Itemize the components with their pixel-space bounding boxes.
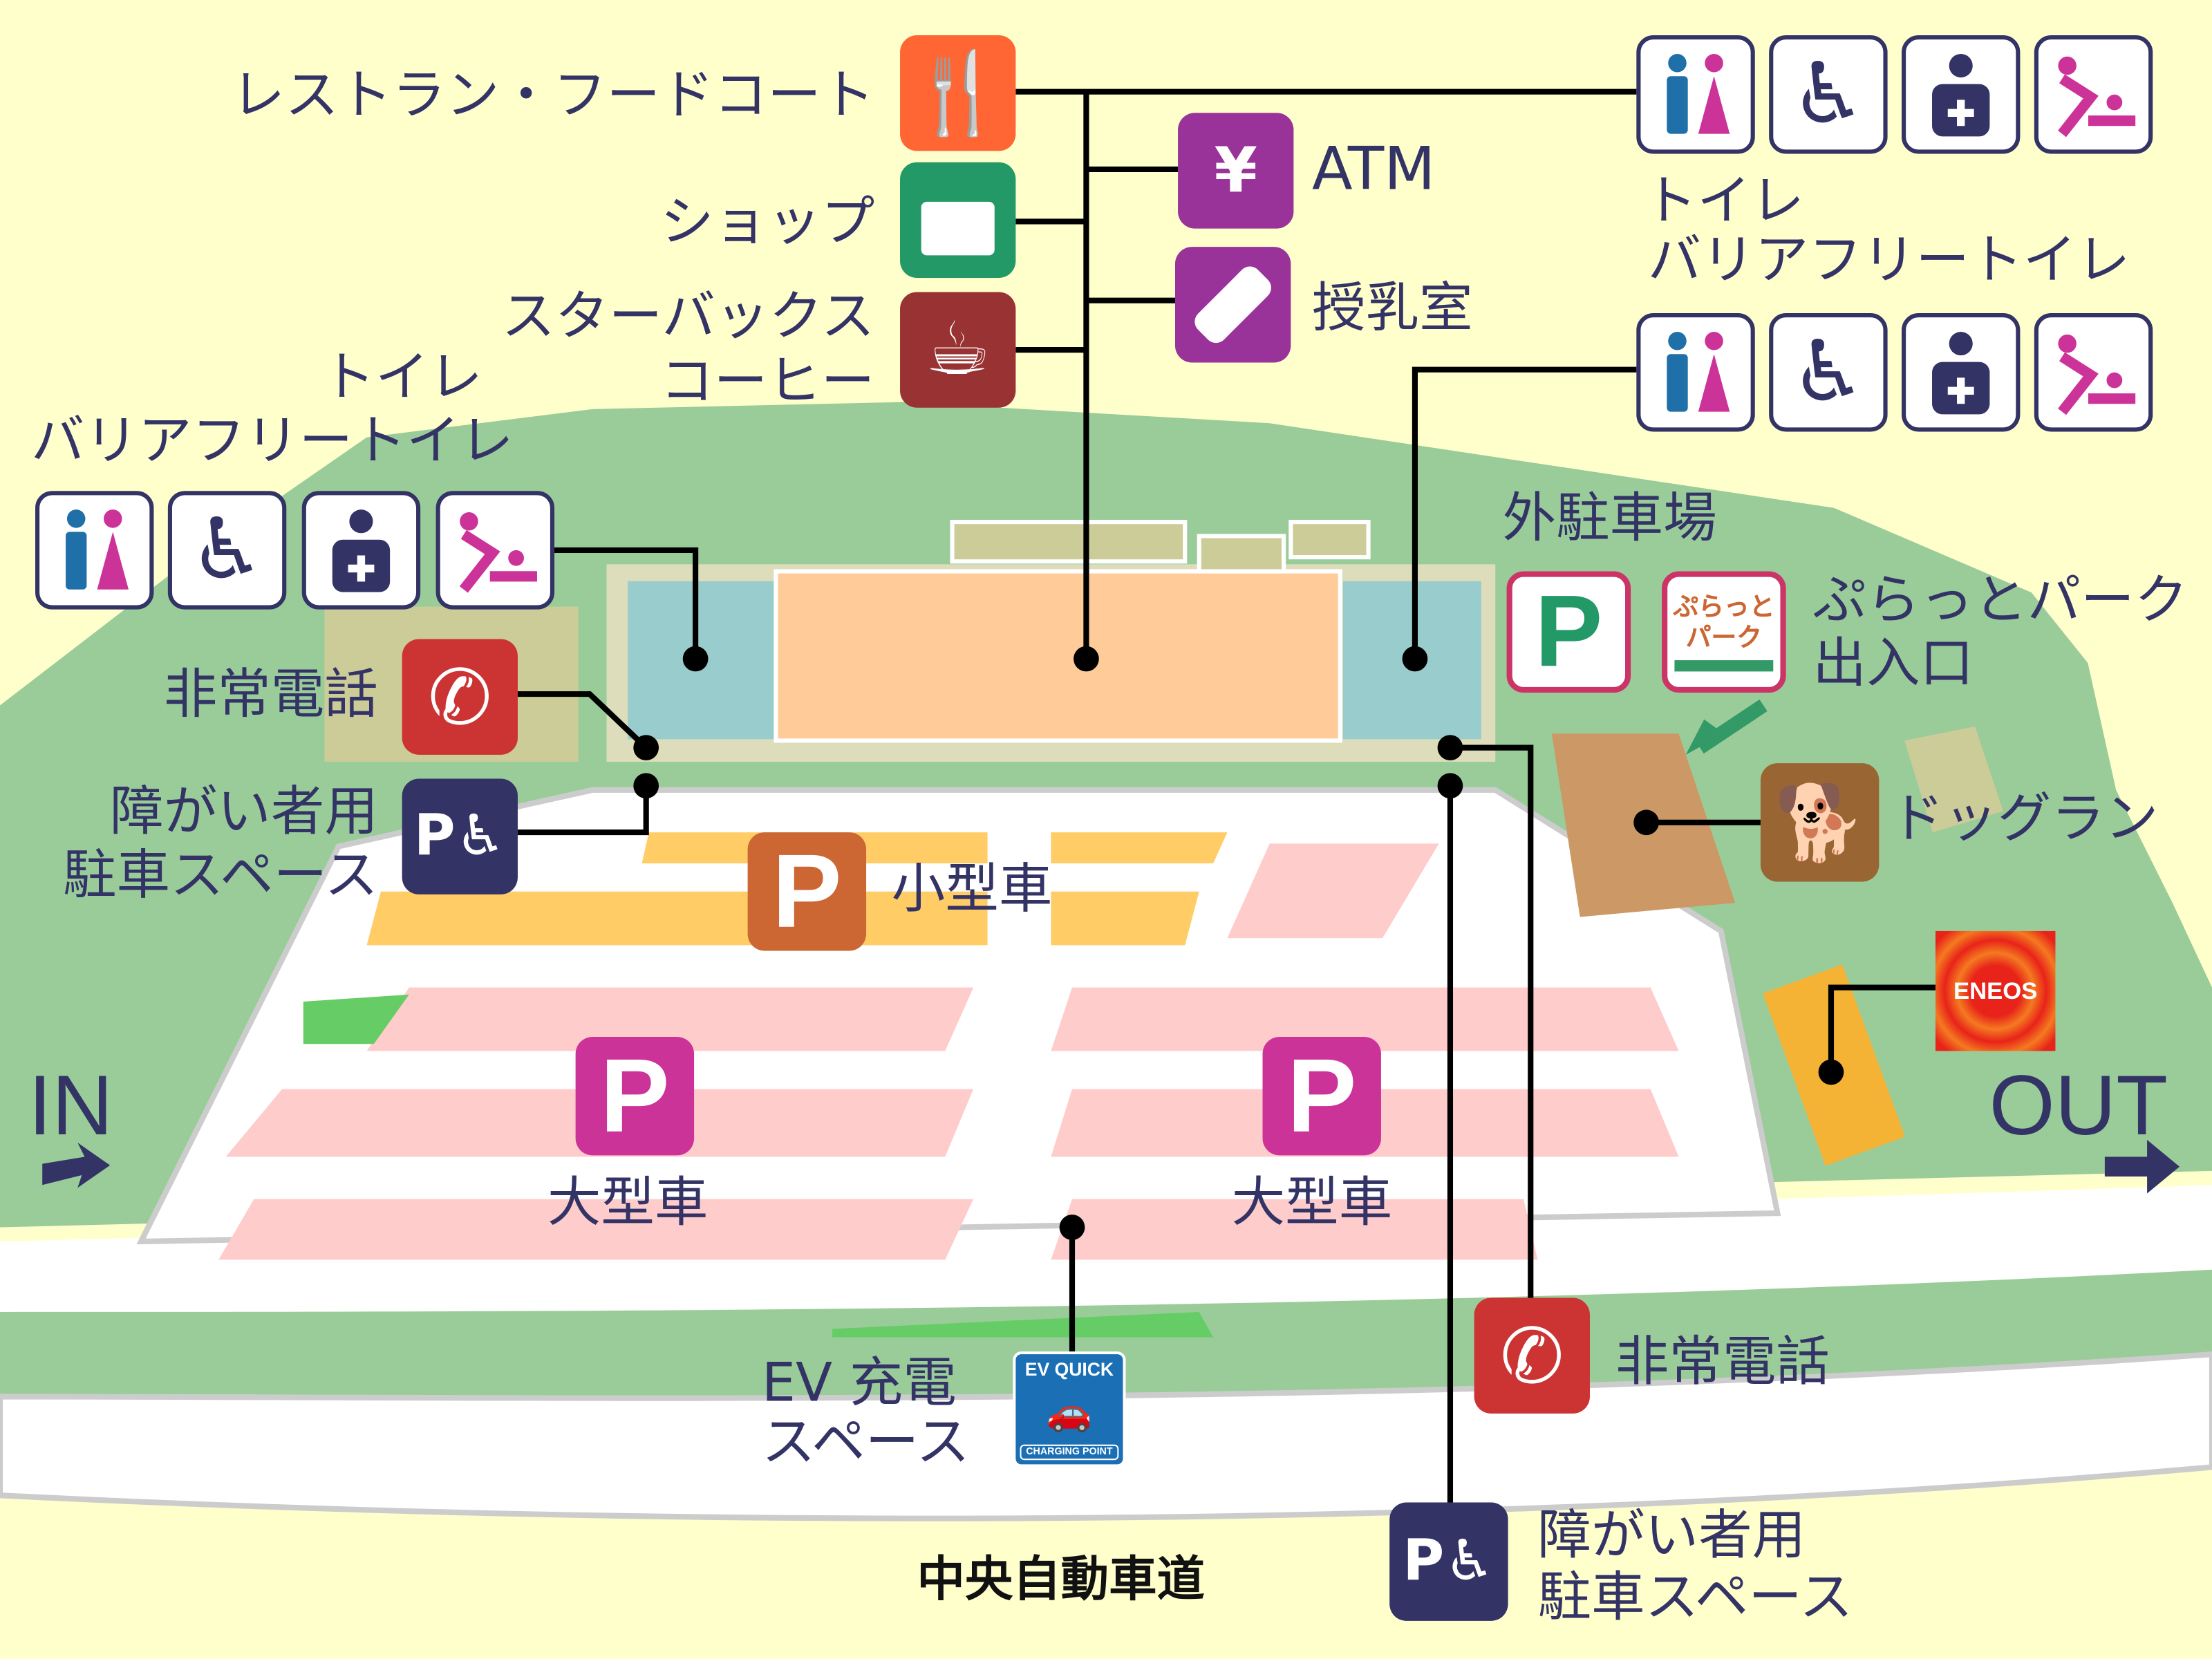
large-car-label-right: 大型車 [1231,1170,1393,1233]
dog-icon[interactable]: 🐕 [1760,763,1880,882]
emergency-phone-label-left: 非常電話 [163,663,378,725]
exit-label: OUT [1989,1058,2168,1153]
plat-park-label-line2: 出入口 [1812,632,1974,695]
starbucks-label-line1: スターバックス [501,285,875,348]
highway-label: 中央自動車道 [917,1551,1205,1609]
marker-dot [1818,1059,1844,1085]
wheelchair-icon[interactable]: ♿ [1769,313,1888,432]
restroom-icon[interactable] [1636,35,1755,154]
accessible-parking-label-bottom-line1: 障がい者用 [1537,1503,1806,1566]
large-car-label-left: 大型車 [547,1170,709,1233]
ev-badge-title: EV QUICK [1024,1358,1114,1380]
baby-changing-icon[interactable] [2034,35,2153,154]
restaurant-icon[interactable]: 🍴 [900,35,1016,151]
outdoor-parking-icon[interactable]: P [1506,571,1631,693]
emergency-phone-icon[interactable]: ✆ [1474,1297,1590,1414]
ev-charging-label-line2: スペース [762,1410,970,1473]
leader-lines [517,88,1936,1503]
marker-dot [1633,809,1659,836]
coffee-cup-icon[interactable]: ☕ [900,292,1016,408]
marker-dot [1437,735,1463,760]
marker-dot [1074,646,1099,672]
restroom-icon[interactable] [35,491,154,610]
ev-badge-subtitle: CHARGING POINT [1020,1444,1118,1461]
small-car-label: 小型車 [891,857,1053,920]
parking-letter: P [1535,575,1603,688]
atm-yen-icon[interactable]: ¥ [1178,113,1294,229]
main-building [774,569,1342,743]
atm-label: ATM [1311,133,1436,203]
accessible-parking-icon[interactable]: P♿ [1389,1502,1508,1621]
car-plug-icon: 🚗 [1046,1391,1092,1434]
baby-changing-icon[interactable] [2034,313,2153,432]
ev-charging-label-line1: EV 充電 [762,1351,957,1414]
starbucks-label-line2: コーヒー [660,350,875,412]
plat-park-label-line1: ぷらっとパーク [1812,568,2188,631]
accessible-parking-label-left-line1: 障がい者用 [110,780,378,843]
ostomate-icon[interactable] [1901,35,2021,154]
large-car-parking-icon-right: P [1262,1036,1381,1156]
restroom-icon[interactable] [1636,313,1755,432]
plat-park-logo-text: ぷらっと [1673,592,1775,622]
entrance-label: IN [28,1058,113,1153]
dog-run-label: ドッグラン [1890,787,2159,850]
toilet-label-top-right: トイレ [1643,169,1805,232]
emergency-phone-icon[interactable]: ✆ [402,639,518,755]
shopping-bag-icon[interactable] [900,162,1016,279]
eneos-logo-text: ENEOS [1953,977,2038,1004]
accessible-parking-label-left-line2: 駐車スペース [62,843,378,906]
toilet-label-left: トイレ [321,345,482,408]
restaurant-label: レストラン・フードコート [231,63,875,126]
shop-label: ショップ [660,190,875,253]
barrier-free-toilet-label-top-right: バリアフリートイレ [1647,228,2130,291]
accessible-parking-icon[interactable]: P♿ [402,778,518,894]
accessible-parking-label-bottom-line2: 駐車スペース [1537,1566,1853,1629]
parking-letter: P [1403,1529,1445,1595]
emergency-phone-label-bottom: 非常電話 [1615,1330,1830,1393]
large-car-parking-icon-left: P [575,1036,695,1156]
marker-dot [633,735,659,760]
eneos-logo[interactable]: ENEOS [1935,930,2056,1051]
ostomate-icon[interactable] [301,491,421,610]
plat-park-logo[interactable]: ぷらっと パーク [1662,571,1786,693]
marker-dot [1059,1215,1085,1240]
outdoor-parking-label: 外駐車場 [1502,487,1717,549]
baby-changing-icon[interactable] [435,491,555,610]
ev-quick-charging-icon[interactable]: EV QUICK 🚗 CHARGING POINT [1013,1351,1126,1468]
nursing-room-label: 授乳室 [1311,276,1473,339]
marker-dot [1437,773,1463,799]
ostomate-icon[interactable] [1901,313,2021,432]
marker-dot [1402,646,1428,672]
marker-dot [633,773,659,799]
plat-park-logo-text: パーク [1685,624,1762,653]
parking-letter: P [413,804,456,870]
direction-arrows [42,1139,2180,1194]
wheelchair-icon[interactable]: ♿ [167,491,287,610]
small-car-parking-icon: P [747,832,867,951]
wheelchair-icon[interactable]: ♿ [1769,35,1888,154]
barrier-free-toilet-label-left: バリアフリートイレ [30,409,514,471]
baby-bottle-icon[interactable] [1174,247,1291,363]
marker-dot [682,646,709,672]
